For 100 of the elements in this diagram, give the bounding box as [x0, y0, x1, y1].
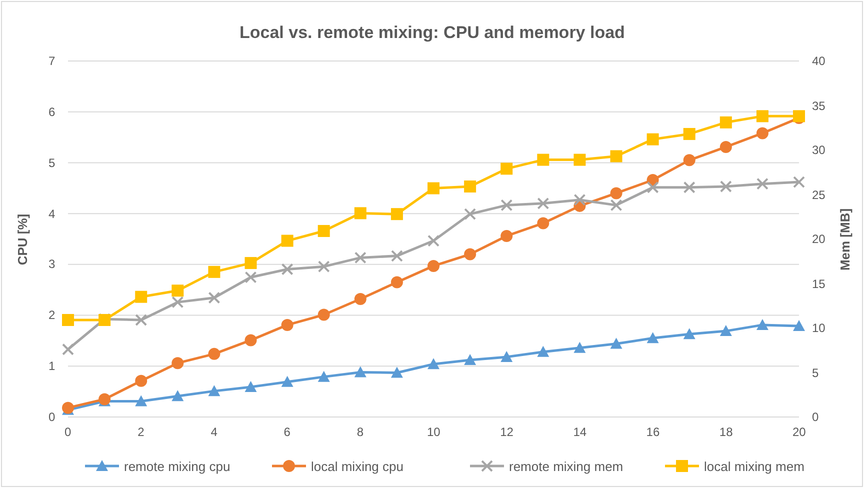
legend-label: remote mixing mem — [509, 458, 624, 474]
tick-label: 4 — [48, 206, 56, 221]
legend-label: local mixing cpu — [311, 458, 404, 474]
tick-label: 14 — [573, 425, 587, 439]
point — [537, 154, 550, 166]
tick-label: 4 — [210, 425, 218, 439]
point — [208, 348, 220, 360]
point — [464, 208, 476, 220]
tick-label: 40 — [812, 54, 826, 68]
tick-label: 1 — [48, 359, 56, 374]
tick-label: 15 — [812, 276, 826, 290]
point — [683, 181, 696, 194]
point — [500, 230, 513, 242]
tick-label: 7 — [48, 54, 56, 68]
point — [683, 128, 696, 140]
point — [244, 271, 257, 284]
point — [354, 366, 366, 378]
tick-label: 2 — [48, 308, 56, 322]
tick-label: 0 — [48, 410, 56, 424]
tick-label: 16 — [646, 425, 660, 439]
tick-label: 12 — [500, 425, 514, 439]
point — [390, 366, 403, 378]
point — [646, 181, 659, 194]
point — [390, 276, 403, 288]
point — [646, 133, 659, 146]
tick-label: 30 — [812, 143, 826, 157]
point — [464, 248, 476, 260]
point — [537, 197, 550, 210]
point — [208, 266, 220, 278]
tick-label: 35 — [812, 98, 826, 112]
point — [756, 318, 768, 330]
point — [208, 292, 220, 304]
tick-label: 5 — [812, 366, 819, 380]
point — [318, 370, 330, 382]
tick-label: 10 — [812, 321, 826, 335]
point — [172, 284, 184, 297]
point — [646, 332, 659, 344]
point — [354, 252, 366, 264]
point — [500, 350, 513, 362]
point — [610, 338, 622, 349]
point — [390, 250, 403, 262]
point — [354, 293, 366, 306]
point — [318, 260, 330, 273]
point — [135, 374, 148, 387]
point — [574, 194, 586, 206]
point — [720, 180, 732, 192]
point — [720, 325, 732, 336]
point — [428, 234, 440, 247]
point — [318, 308, 330, 321]
point — [610, 187, 622, 200]
point — [428, 260, 440, 272]
point — [281, 376, 294, 387]
legend-label: remote mixing cpu — [124, 458, 230, 474]
tick-label: 10 — [427, 425, 440, 439]
point — [62, 343, 74, 356]
point — [756, 110, 768, 122]
point — [574, 154, 586, 166]
point — [537, 217, 550, 230]
point — [464, 180, 476, 192]
point — [354, 207, 366, 220]
tick-label: 6 — [48, 104, 56, 119]
point — [756, 127, 768, 140]
point — [464, 354, 476, 366]
point — [720, 140, 732, 153]
point — [683, 154, 696, 166]
chart-title: Local vs. remote mixing: CPU and memory load — [240, 23, 625, 43]
tick-label: 6 — [284, 425, 290, 439]
point — [172, 357, 184, 370]
point — [244, 380, 257, 392]
point — [720, 116, 732, 128]
point — [537, 346, 550, 357]
point — [500, 162, 513, 175]
point — [135, 290, 148, 303]
tick-label: 8 — [356, 425, 364, 439]
point — [756, 178, 768, 190]
point — [62, 314, 74, 326]
point — [281, 234, 294, 247]
point — [610, 150, 622, 162]
tick-label: 20 — [812, 232, 826, 246]
point — [610, 199, 622, 212]
point — [793, 320, 805, 331]
tick-label: 5 — [48, 156, 56, 170]
tick-label: 20 — [792, 425, 806, 439]
point — [172, 296, 184, 308]
tick-label: 0 — [812, 410, 819, 424]
point — [500, 199, 513, 212]
point — [683, 328, 696, 340]
point — [574, 342, 586, 353]
point — [281, 263, 294, 276]
point — [428, 358, 440, 370]
point — [244, 257, 257, 270]
point — [281, 318, 294, 331]
point — [244, 334, 257, 346]
point — [135, 314, 148, 326]
point — [318, 224, 330, 237]
point — [135, 395, 148, 406]
point — [793, 176, 805, 188]
legend-label: local mixing mem — [704, 458, 804, 474]
tick-label: 3 — [48, 257, 56, 272]
tick-label: 25 — [812, 188, 826, 202]
